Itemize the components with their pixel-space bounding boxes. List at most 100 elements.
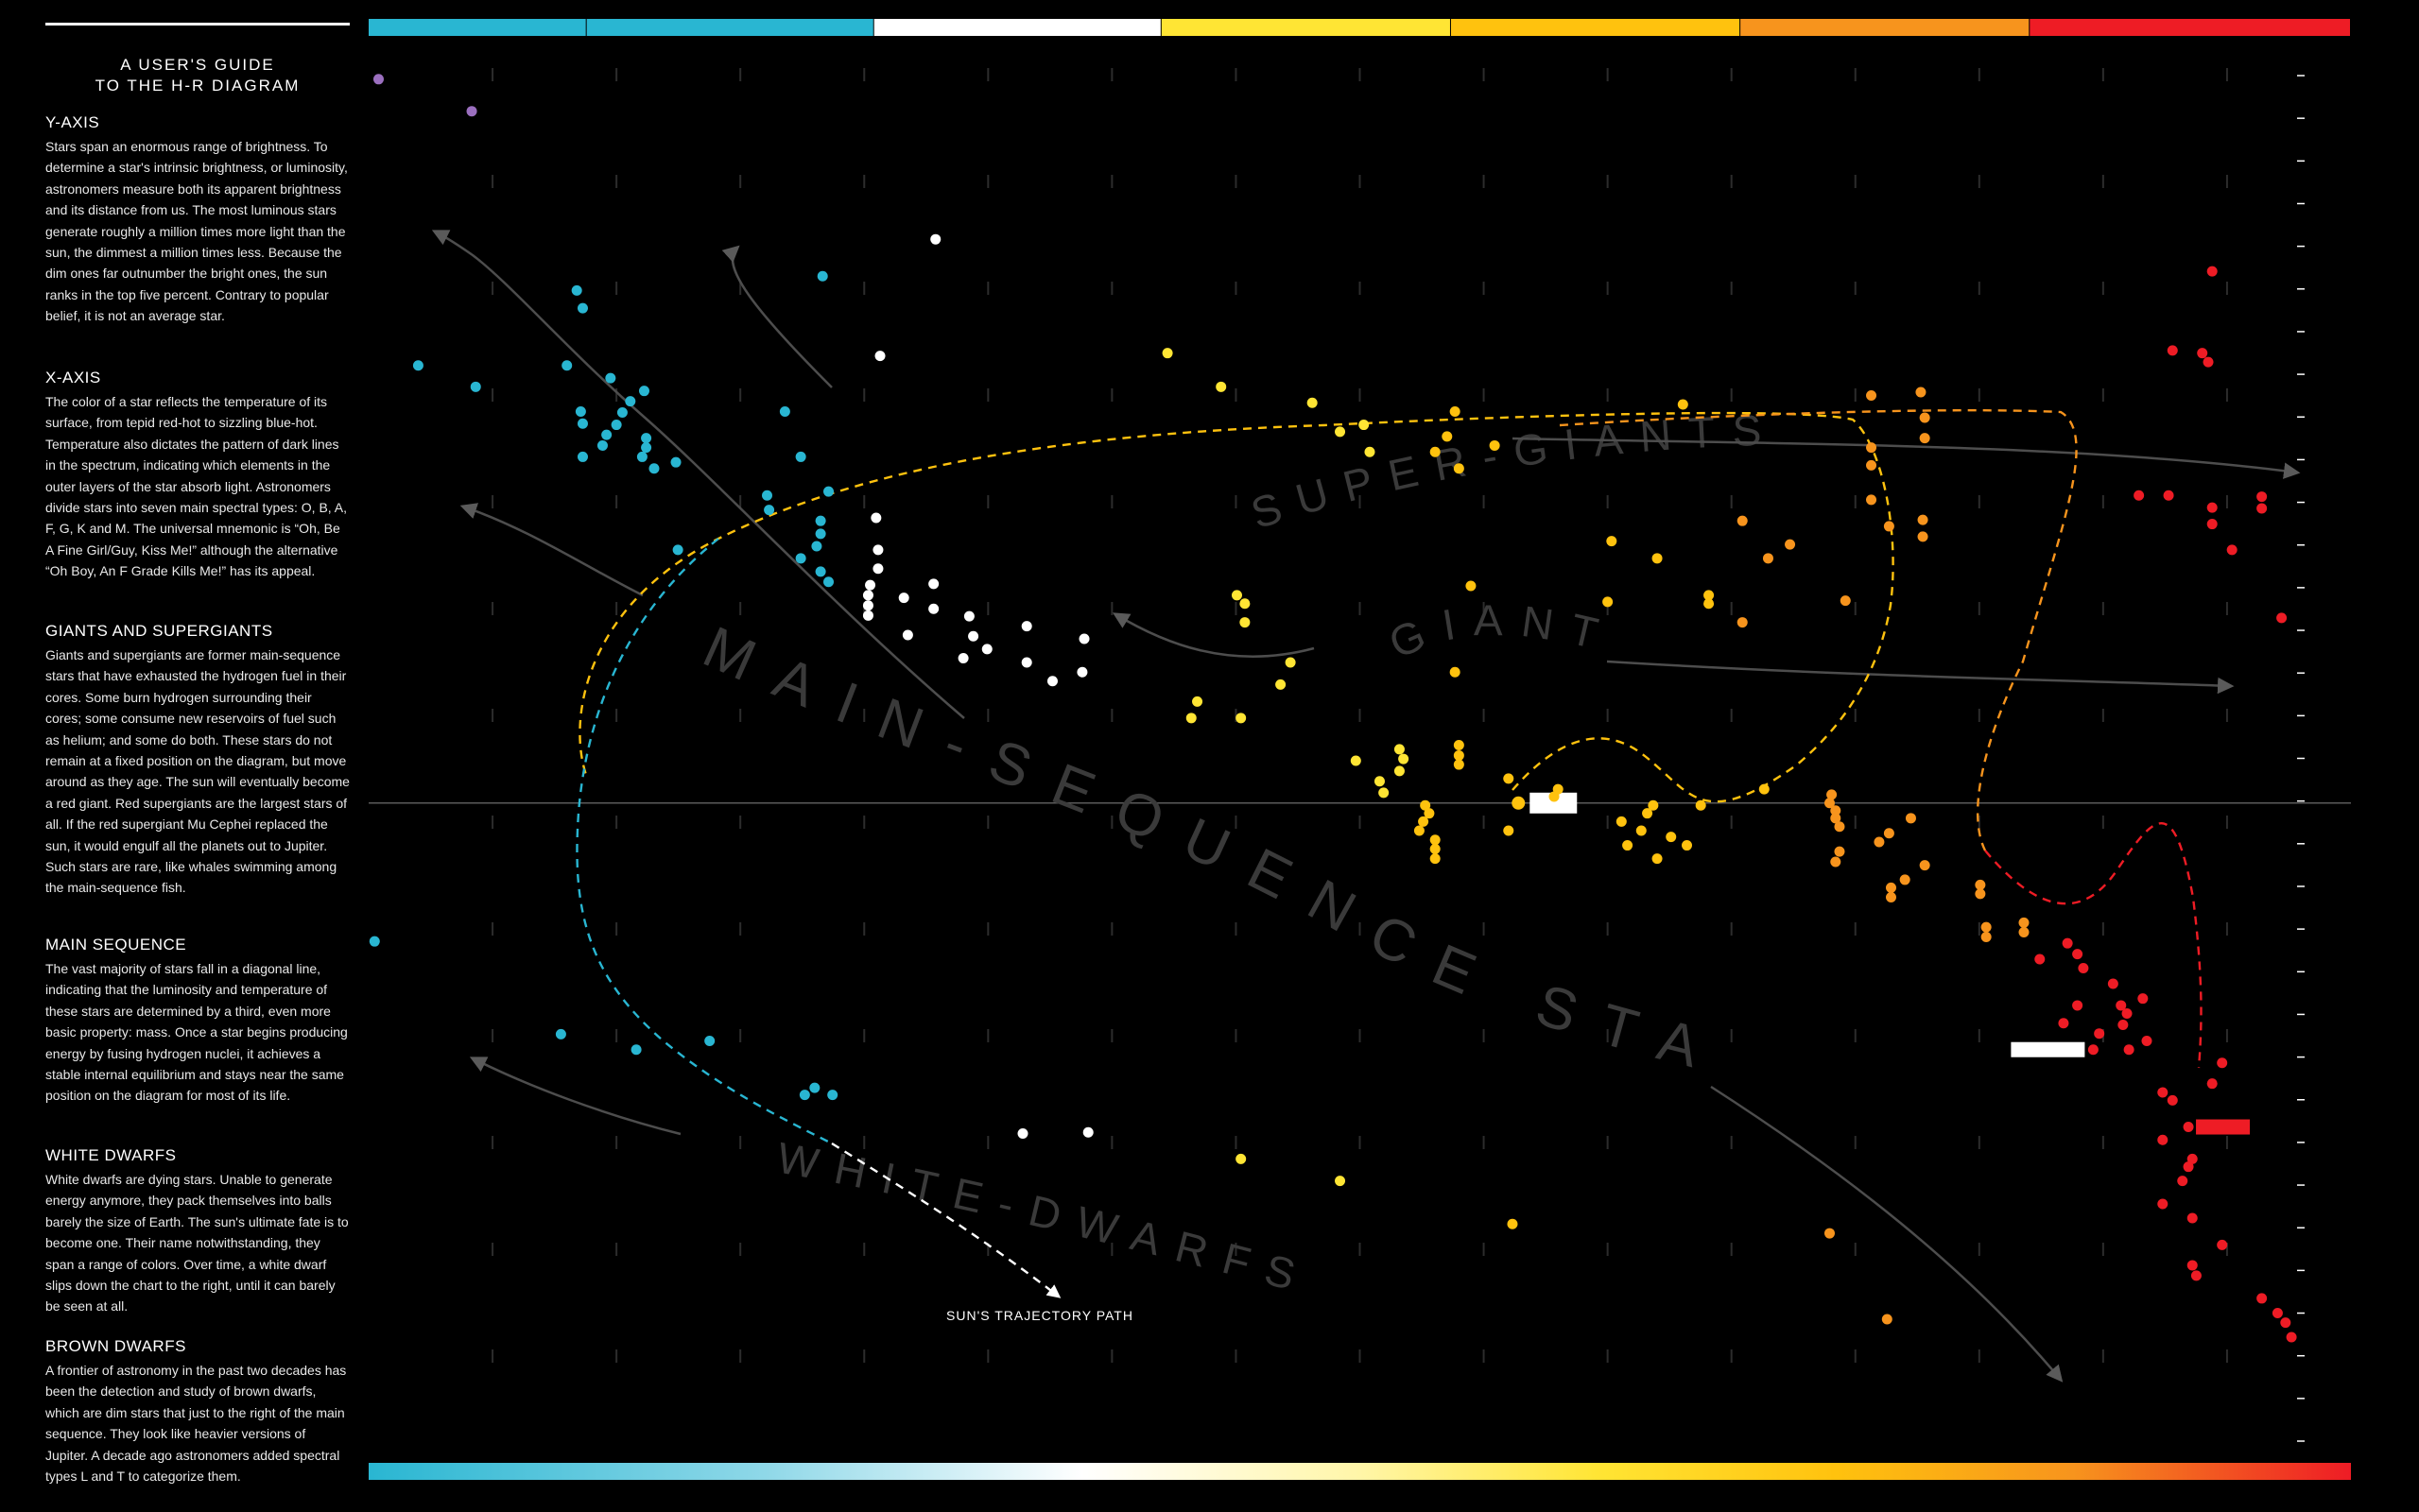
- star-dot: [2256, 1293, 2268, 1304]
- arrow-giants-left: [1112, 612, 1315, 658]
- region-label-main-sequence: MAIN-SEQUENCE STARS: [0, 0, 1704, 1087]
- star-dot: [625, 396, 636, 407]
- star-dot: [1192, 696, 1203, 707]
- star-dot: [1046, 676, 1058, 687]
- star-dot: [641, 442, 652, 454]
- star-dot: [1398, 753, 1409, 765]
- arrow-main-upper: [431, 230, 965, 719]
- star-dot: [817, 270, 828, 282]
- star-dot: [1648, 799, 1659, 811]
- star-dot: [1866, 389, 1877, 401]
- star-dot: [2190, 1270, 2202, 1281]
- star-dot: [968, 630, 979, 642]
- star-dot: [2018, 926, 2030, 937]
- section-white-dwarfs: WHITE DWARFS White dwarfs are dying star…: [45, 1146, 350, 1317]
- star-dot: [670, 456, 682, 468]
- star-dot: [1449, 405, 1460, 417]
- star-dot: [641, 433, 652, 444]
- star-dot: [1919, 433, 1930, 444]
- spectral-band-A: [873, 19, 1161, 36]
- star-dot: [1185, 713, 1197, 724]
- star-dot: [2186, 1153, 2198, 1164]
- star-dot: [2226, 544, 2238, 556]
- star-dot: [1703, 598, 1715, 610]
- star-dot: [1418, 816, 1429, 827]
- star-dot: [601, 429, 613, 440]
- star-dot: [575, 405, 586, 417]
- section-body: Stars span an enormous range of brightne…: [45, 139, 348, 324]
- chart-grid: [369, 68, 2351, 1432]
- star-dot: [1453, 463, 1464, 474]
- star-dot: [1677, 399, 1688, 410]
- star-dot: [795, 451, 806, 462]
- spectral-band-O: [369, 19, 586, 36]
- star-dot: [1449, 666, 1460, 678]
- star-dot: [1616, 816, 1627, 827]
- star-dot: [811, 541, 822, 552]
- trajectory-to-white-dwarf: [576, 538, 833, 1145]
- chart-axes: [369, 19, 2351, 1480]
- star-dot: [2137, 993, 2149, 1005]
- star-dot: [1350, 755, 1361, 766]
- star-dot: [638, 386, 649, 397]
- star-dot: [2206, 1078, 2218, 1090]
- guide-title-line1: A User's Guide: [120, 56, 275, 74]
- star-dot: [2177, 1176, 2188, 1187]
- star-dot: [2203, 356, 2214, 368]
- star-dot: [1077, 666, 1088, 678]
- highlight-box: [2196, 1119, 2251, 1135]
- star-dot: [1703, 590, 1715, 601]
- star-dot: [1885, 891, 1896, 902]
- star-dot: [2217, 1057, 2228, 1069]
- star-dot: [1866, 494, 1877, 506]
- star-dot: [2117, 1020, 2129, 1031]
- section-body: A frontier of astronomy in the past two …: [45, 1363, 347, 1485]
- section-heading: GIANTS AND SUPERGIANTS: [45, 622, 273, 640]
- star-dot: [1306, 397, 1318, 408]
- star-dot: [1899, 874, 1910, 885]
- star-dot: [369, 936, 380, 947]
- star-dot: [1335, 1176, 1346, 1187]
- star-dot: [1651, 553, 1663, 564]
- star-dot: [1919, 412, 1930, 423]
- star-dot: [871, 512, 882, 524]
- star-dot: [1830, 813, 1841, 824]
- region-label-giants: GIANTS: [0, 0, 1619, 668]
- guide-title-line2: to the H-R Diagram: [95, 77, 301, 94]
- star-dot: [874, 351, 886, 362]
- star-dot: [928, 603, 940, 614]
- star-dot: [1695, 799, 1706, 811]
- star-dot: [1915, 387, 1927, 398]
- star-dot: [981, 644, 993, 655]
- star-dot: [1830, 856, 1841, 868]
- star-dot: [1489, 439, 1500, 451]
- star-dot: [2167, 1094, 2178, 1106]
- star-dot: [1834, 846, 1845, 857]
- star-dot: [2078, 963, 2089, 974]
- evolution-arrows: [431, 230, 2301, 1383]
- star-dot: [1285, 657, 1296, 668]
- star-dot: [958, 653, 969, 664]
- spectral-band-K: [1740, 19, 2030, 36]
- annotation-sun-trajectory: SUN'S TRAJECTORY PATH: [946, 1308, 1133, 1323]
- star-dot: [2286, 1332, 2297, 1343]
- arrow-main-lower: [1710, 1085, 2064, 1383]
- star-dot: [1682, 840, 1693, 851]
- star-dot: [1507, 1218, 1518, 1229]
- sun-label-box: [1529, 792, 1578, 814]
- arrow-leftmost: [459, 503, 644, 597]
- star-dot: [1442, 431, 1453, 442]
- section-heading: Y-AXIS: [45, 113, 100, 131]
- star-dot: [1082, 1126, 1094, 1138]
- star-dot: [2107, 978, 2118, 989]
- star-dot: [2256, 491, 2268, 503]
- star-dot: [1866, 442, 1877, 454]
- star-dot: [1919, 860, 1930, 871]
- star-dot: [2276, 612, 2288, 624]
- star-dot: [611, 420, 622, 431]
- trajectory-to-red-giant: [579, 411, 1894, 803]
- section-y-axis: Y-AXIS Stars span an enormous range of b…: [45, 113, 350, 327]
- star-dot: [631, 1044, 642, 1056]
- star-dot: [2072, 949, 2083, 960]
- star-dot: [2116, 1000, 2127, 1011]
